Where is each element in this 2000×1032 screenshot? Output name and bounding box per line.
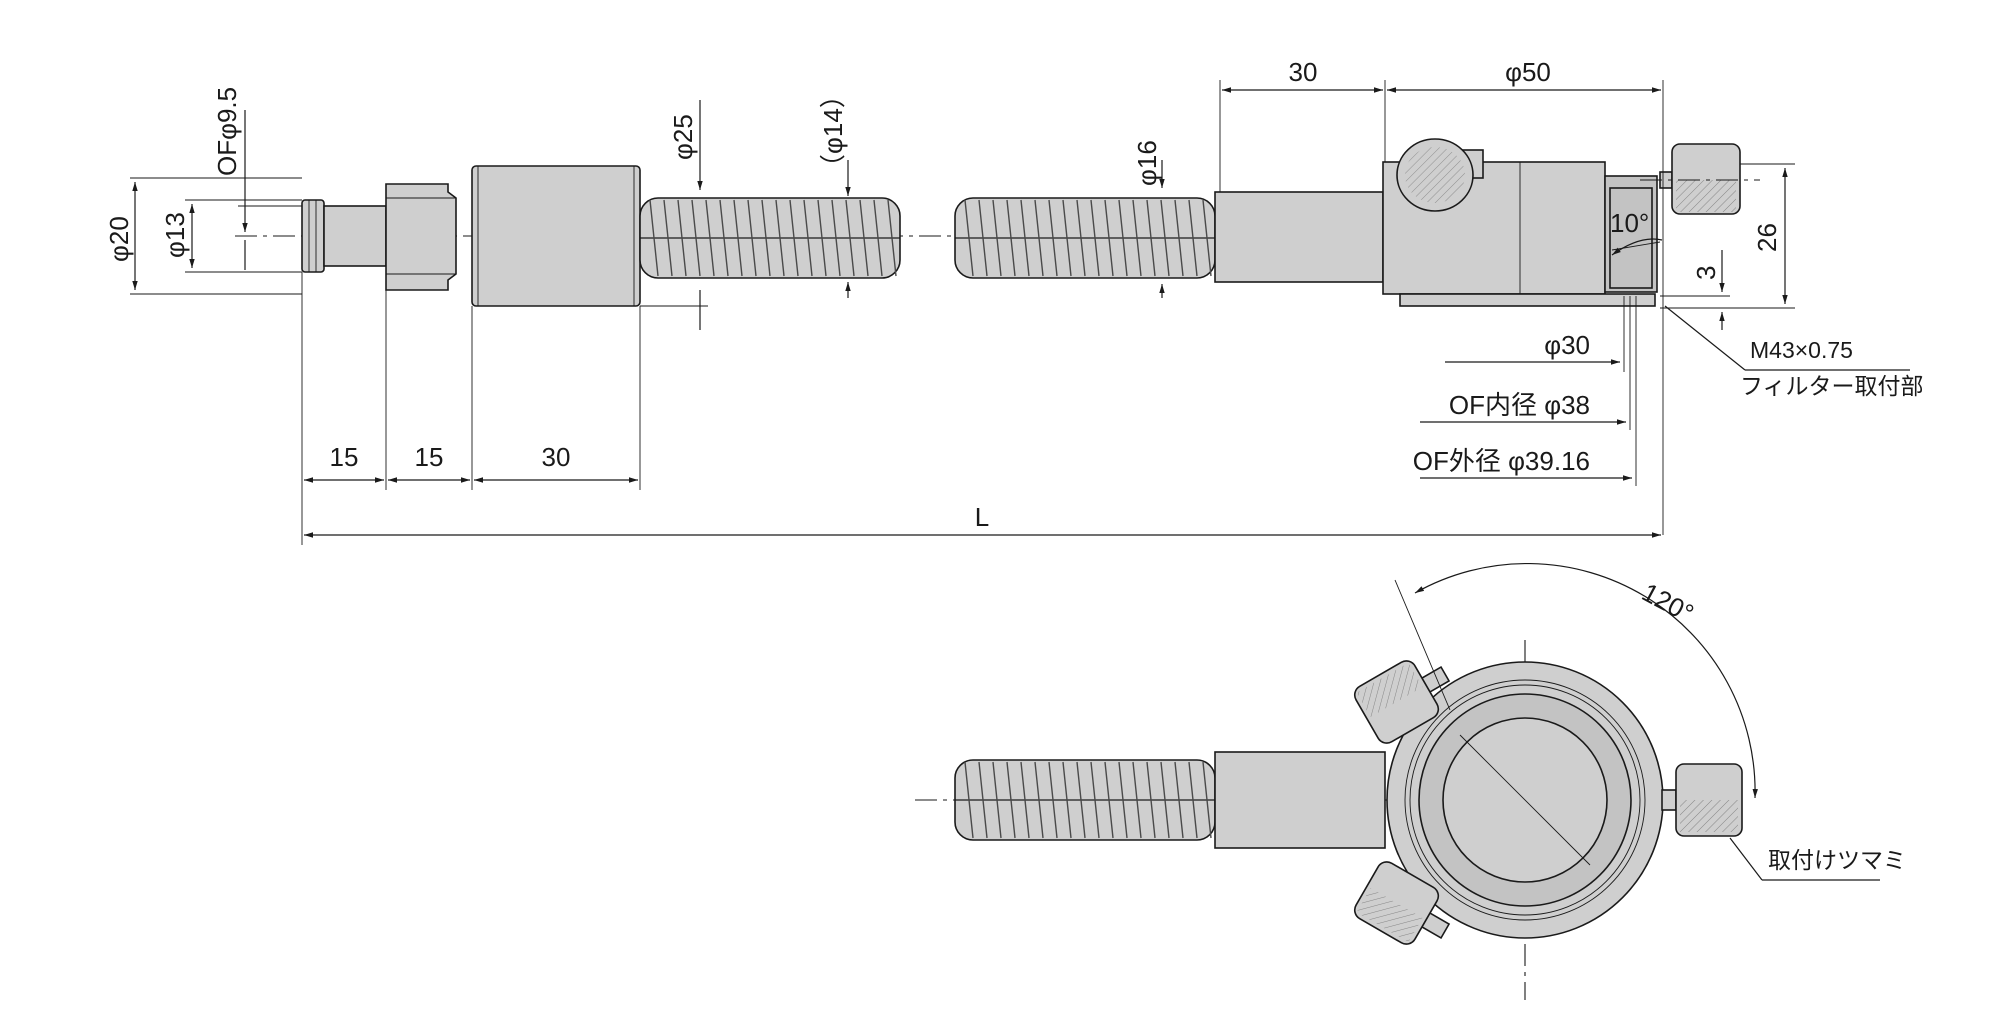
dim-of-phi: OFφ9.5 [212, 87, 242, 176]
tube-rib [649, 199, 659, 277]
tube-rib [663, 199, 673, 277]
dim-phi20: φ20 [104, 216, 134, 262]
tube-rib [761, 199, 771, 277]
tube-ribs-right [964, 199, 1212, 277]
label-filter-mount: フィルター取付部 [1740, 373, 1924, 399]
tube-rib [873, 199, 883, 277]
tube-rib [1006, 761, 1016, 839]
tube-rib [978, 761, 988, 839]
tube-rib [1034, 761, 1044, 839]
side-dimensions: OFφ9.5 φ20 φ13 φ25 （φ14） φ16 30 φ50 [104, 57, 1924, 545]
tube-rib [747, 199, 757, 277]
dim-30-bottom: 30 [542, 442, 571, 472]
dim-of-inner: OF内径 φ38 [1449, 390, 1590, 420]
tube-rib [1146, 761, 1156, 839]
tube-rib [1020, 761, 1030, 839]
tube-rib [1104, 199, 1114, 277]
end-shaft [323, 205, 387, 267]
dim-phi16: φ16 [1132, 140, 1162, 186]
tube-rib [803, 199, 813, 277]
dim-26: 26 [1752, 223, 1782, 252]
front-tube-ribs [964, 761, 1212, 839]
dim-of-outer: OF外径 φ39.16 [1413, 446, 1590, 476]
tube-rib [1062, 199, 1072, 277]
dim-15b: 15 [415, 442, 444, 472]
ring-flange [1399, 293, 1656, 307]
tube-rib [1034, 199, 1044, 277]
dim-L: L [975, 502, 989, 532]
dim-phi13: φ13 [160, 212, 190, 258]
tube-rib [978, 199, 988, 277]
tube-rib [1062, 761, 1072, 839]
tube-rib [789, 199, 799, 277]
tube-rib [964, 761, 974, 839]
label-knob: 取付けツマミ [1768, 847, 1906, 873]
tube-rib [1132, 199, 1142, 277]
tube-rib [964, 199, 974, 277]
tube-rib [992, 761, 1002, 839]
tube-rib [831, 199, 841, 277]
connector-sleeve [1214, 191, 1384, 283]
tube-rib [1118, 761, 1128, 839]
tube-rib [992, 199, 1002, 277]
flex-tube-left [639, 197, 901, 279]
tube-rib [775, 199, 785, 277]
tube-rib [677, 199, 687, 277]
knob-lower [1353, 861, 1451, 945]
tube-rib [1076, 761, 1086, 839]
tube-rib [1090, 199, 1100, 277]
tube-rib [1160, 199, 1170, 277]
tube-ribs-left [649, 199, 897, 277]
label-thread: M43×0.75 [1750, 337, 1853, 363]
tube-rib [1174, 761, 1184, 839]
tube-rib [845, 199, 855, 277]
front-sleeve [1214, 751, 1386, 849]
tube-rib [1132, 761, 1142, 839]
tube-rib [1048, 199, 1058, 277]
front-view: 120° 取付けツマミ [915, 563, 1906, 1000]
dim-phi14: （φ14） [818, 82, 848, 180]
tube-rib [1188, 761, 1198, 839]
dim-phi30: φ30 [1544, 330, 1590, 360]
tube-rib [1076, 199, 1086, 277]
tube-rib [705, 199, 715, 277]
end-cylinder [471, 165, 641, 307]
tube-rib [1202, 199, 1212, 277]
tube-rib [887, 199, 897, 277]
end-tip [301, 199, 325, 273]
tube-rib [1020, 199, 1030, 277]
angle-arc-120 [1414, 563, 1758, 799]
dim-angle10: 10° [1610, 208, 1649, 238]
tube-rib [1174, 199, 1184, 277]
tube-rib [691, 199, 701, 277]
top-knob [1396, 138, 1484, 212]
dim-3: 3 [1691, 266, 1721, 280]
dim-30-top: 30 [1289, 57, 1318, 87]
tube-rib [859, 199, 869, 277]
tube-rib [719, 199, 729, 277]
tube-rib [817, 199, 827, 277]
side-knob [1659, 143, 1741, 215]
tube-rib [1160, 761, 1170, 839]
tube-rib [1048, 761, 1058, 839]
tube-rib [1188, 199, 1198, 277]
dim-15a: 15 [330, 442, 359, 472]
tube-rib [733, 199, 743, 277]
dim-phi25: φ25 [668, 114, 698, 160]
knob-right [1661, 763, 1743, 837]
tube-rib [1202, 761, 1212, 839]
tube-rib [1090, 761, 1100, 839]
tube-rib [1146, 199, 1156, 277]
dim-phi50: φ50 [1505, 57, 1551, 87]
tube-rib [1118, 199, 1128, 277]
tube-rib [1006, 199, 1016, 277]
dim-angle120: 120° [1637, 577, 1699, 629]
side-view [235, 138, 1760, 307]
tube-rib [1104, 761, 1114, 839]
